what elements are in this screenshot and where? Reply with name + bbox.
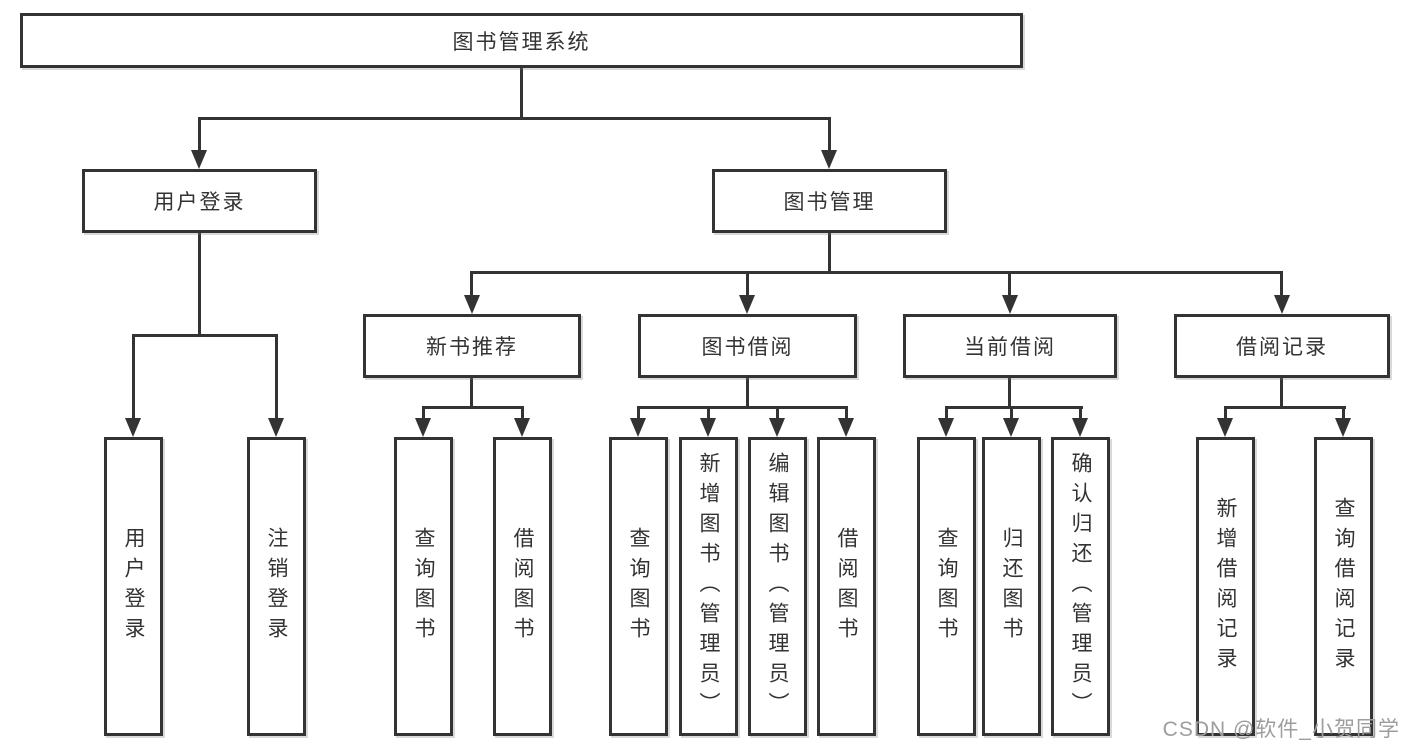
leaf-label: 查询图书 xyxy=(627,526,650,647)
arrowhead-icon xyxy=(838,418,854,437)
arrowhead-icon xyxy=(1217,418,1233,437)
arrowhead-icon xyxy=(1003,418,1019,437)
leaf-confirm-return-admin: 确认归还（管理员） xyxy=(1051,437,1110,736)
leaf-query-borrow-record: 查询借阅记录 xyxy=(1314,437,1373,736)
arrowhead-icon xyxy=(938,418,954,437)
connector-line xyxy=(520,68,523,119)
connector-line xyxy=(1224,406,1346,409)
connector-line xyxy=(470,271,1283,274)
leaf-add-borrow-record: 新增借阅记录 xyxy=(1196,437,1255,736)
connector-line xyxy=(1010,406,1013,420)
node-book-borrowing: 图书借阅 xyxy=(638,314,857,378)
connector-line xyxy=(470,271,473,297)
leaf-user-login: 用户登录 xyxy=(104,437,163,736)
connector-line xyxy=(198,117,831,120)
leaf-label: 查询借阅记录 xyxy=(1332,496,1355,677)
connector-line xyxy=(132,334,278,337)
leaf-label: 新增借阅记录 xyxy=(1214,496,1237,677)
arrowhead-icon xyxy=(739,295,755,314)
node-label: 用户登录 xyxy=(153,191,246,214)
leaf-label: 新增图书（管理员） xyxy=(697,451,720,722)
connector-line xyxy=(1008,378,1011,407)
connector-line xyxy=(1342,406,1345,420)
arrowhead-icon xyxy=(514,418,530,437)
leaf-query-books-recommend: 查询图书 xyxy=(394,437,453,736)
connector-line xyxy=(422,406,524,409)
arrowhead-icon xyxy=(464,295,480,314)
connector-line xyxy=(828,118,831,152)
node-borrowing-records: 借阅记录 xyxy=(1174,314,1390,378)
leaf-label: 借阅图书 xyxy=(835,526,858,647)
connector-line xyxy=(198,233,201,335)
leaf-label: 确认归还（管理员） xyxy=(1069,451,1092,722)
connector-line xyxy=(422,406,425,420)
leaf-return-book: 归还图书 xyxy=(982,437,1041,736)
csdn-watermark: CSDN @软件_小贺同学 xyxy=(1162,718,1400,741)
connector-line xyxy=(945,406,948,420)
connector-line xyxy=(470,378,473,407)
arrowhead-icon xyxy=(268,418,284,437)
connector-line xyxy=(275,334,278,420)
connector-line xyxy=(1224,406,1227,420)
leaf-edit-book-admin: 编辑图书（管理员） xyxy=(748,437,807,736)
leaf-logout: 注销登录 xyxy=(247,437,306,736)
connector-line xyxy=(1079,406,1082,420)
node-current-borrowing: 当前借阅 xyxy=(903,314,1117,378)
connector-line xyxy=(1008,271,1011,297)
arrowhead-icon xyxy=(415,418,431,437)
connector-line xyxy=(776,406,779,420)
arrowhead-icon xyxy=(191,150,207,169)
node-label: 图书管理 xyxy=(783,191,876,214)
leaf-query-books-current: 查询图书 xyxy=(917,437,976,736)
arrowhead-icon xyxy=(1335,418,1351,437)
connector-line xyxy=(521,406,524,420)
node-user-login: 用户登录 xyxy=(82,169,317,233)
connector-line xyxy=(198,118,201,152)
node-library-management-system: 图书管理系统 xyxy=(20,13,1023,68)
arrowhead-icon xyxy=(769,418,785,437)
connector-line xyxy=(637,406,848,409)
connector-line xyxy=(845,406,848,420)
leaf-label: 查询图书 xyxy=(412,526,435,647)
node-label: 新书推荐 xyxy=(426,336,518,359)
leaf-label: 借阅图书 xyxy=(511,526,534,647)
leaf-label: 用户登录 xyxy=(122,526,145,647)
connector-line xyxy=(707,406,710,420)
node-label: 借阅记录 xyxy=(1236,336,1328,359)
arrowhead-icon xyxy=(630,418,646,437)
leaf-borrow-books-recommend: 借阅图书 xyxy=(493,437,552,736)
connector-line xyxy=(828,233,831,273)
node-book-management: 图书管理 xyxy=(712,169,947,233)
node-label: 当前借阅 xyxy=(964,336,1056,359)
connector-line xyxy=(1280,378,1283,407)
arrowhead-icon xyxy=(821,150,837,169)
connector-line xyxy=(945,406,1083,409)
connector-line xyxy=(746,378,749,407)
leaf-label: 归还图书 xyxy=(1000,526,1023,647)
leaf-label: 注销登录 xyxy=(265,526,288,647)
leaf-label: 编辑图书（管理员） xyxy=(766,451,789,722)
arrowhead-icon xyxy=(700,418,716,437)
leaf-borrow-books-borrow: 借阅图书 xyxy=(817,437,876,736)
node-label: 图书借阅 xyxy=(701,336,794,359)
leaf-query-books-borrow: 查询图书 xyxy=(609,437,668,736)
arrowhead-icon xyxy=(1274,295,1290,314)
arrowhead-icon xyxy=(1072,418,1088,437)
connector-line xyxy=(132,334,135,420)
arrowhead-icon xyxy=(125,418,141,437)
node-new-book-recommendation: 新书推荐 xyxy=(363,314,581,378)
leaf-add-book-admin: 新增图书（管理员） xyxy=(679,437,738,736)
connector-line xyxy=(637,406,640,420)
arrowhead-icon xyxy=(1002,295,1018,314)
connector-line xyxy=(1280,271,1283,297)
connector-line xyxy=(746,271,749,297)
leaf-label: 查询图书 xyxy=(935,526,958,647)
node-label: 图书管理系统 xyxy=(452,30,591,54)
